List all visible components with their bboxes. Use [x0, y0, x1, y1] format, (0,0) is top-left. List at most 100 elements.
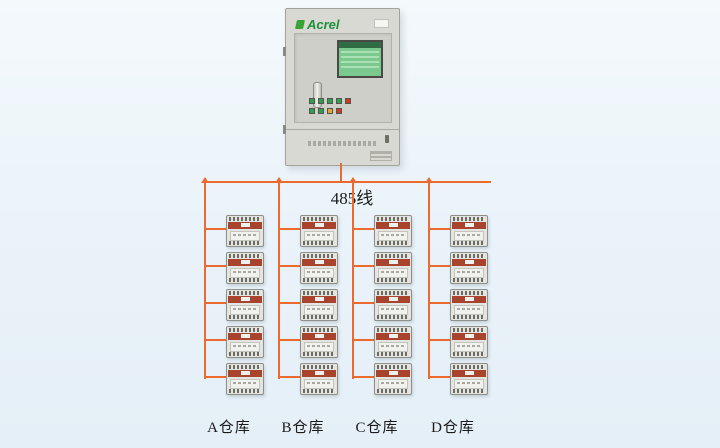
device-face	[378, 268, 408, 278]
device-terms-top	[377, 365, 409, 369]
device-row	[428, 363, 490, 395]
device-face	[454, 379, 484, 389]
device-band	[452, 370, 486, 377]
bus-arrow-icon	[275, 177, 283, 183]
indicator-button	[318, 108, 324, 114]
warehouse-label: C仓库	[355, 420, 399, 436]
device-row	[428, 215, 490, 247]
door-hinge	[283, 125, 286, 134]
device-row	[428, 289, 490, 321]
bus-line-vertical	[428, 181, 430, 379]
label-sticker	[374, 19, 389, 28]
device-stub-line	[354, 339, 374, 341]
device-terms-bottom	[453, 389, 485, 393]
indicator-row	[309, 98, 351, 104]
din-meter-device	[300, 363, 338, 395]
bus-line-horizontal	[203, 181, 491, 183]
device-band	[302, 370, 336, 377]
device-stub-line	[280, 228, 300, 230]
din-meter-device	[450, 326, 488, 358]
din-meter-device	[300, 215, 338, 247]
device-band	[302, 333, 336, 340]
din-meter-device	[374, 252, 412, 284]
device-band	[376, 333, 410, 340]
indicator-button	[318, 98, 324, 104]
device-band	[302, 222, 336, 229]
device-band	[228, 333, 262, 340]
device-terms-top	[229, 254, 261, 258]
device-face	[304, 379, 334, 389]
device-terms-top	[229, 217, 261, 221]
din-meter-device	[300, 289, 338, 321]
device-stub-line	[206, 265, 226, 267]
device-face	[230, 305, 260, 315]
device-band	[302, 259, 336, 266]
device-face	[230, 379, 260, 389]
device-face	[230, 342, 260, 352]
device-stub-line	[354, 228, 374, 230]
device-stub-line	[206, 228, 226, 230]
device-face	[378, 231, 408, 241]
device-terms-bottom	[229, 241, 261, 245]
din-meter-device	[226, 363, 264, 395]
device-terms-bottom	[303, 278, 335, 282]
device-terms-bottom	[377, 389, 409, 393]
device-terms-top	[453, 291, 485, 295]
device-row	[278, 252, 340, 284]
device-face	[378, 305, 408, 315]
device-band	[228, 259, 262, 266]
device-row	[352, 289, 414, 321]
bus-line-vertical	[278, 181, 280, 379]
device-stub-line	[430, 376, 450, 378]
indicator-button	[345, 98, 351, 104]
bus-line-vertical	[204, 181, 206, 379]
device-stub-line	[354, 265, 374, 267]
warehouse-label: A仓库	[207, 420, 251, 436]
device-stub-line	[430, 228, 450, 230]
device-stub-line	[280, 302, 300, 304]
device-row	[204, 363, 266, 395]
device-face	[230, 231, 260, 241]
din-meter-device	[300, 326, 338, 358]
device-terms-top	[453, 217, 485, 221]
device-terms-bottom	[229, 278, 261, 282]
device-row	[352, 252, 414, 284]
device-row	[278, 215, 340, 247]
lcd-screen	[337, 40, 383, 78]
din-meter-device	[450, 289, 488, 321]
acrel-logo-icon	[295, 20, 305, 29]
device-terms-top	[377, 291, 409, 295]
indicator-row	[309, 108, 342, 114]
device-stub-line	[280, 339, 300, 341]
device-terms-top	[303, 291, 335, 295]
device-terms-top	[453, 328, 485, 332]
device-terms-bottom	[453, 241, 485, 245]
device-band	[376, 370, 410, 377]
bus-arrow-icon	[349, 177, 357, 183]
device-stub-line	[206, 376, 226, 378]
din-meter-device	[300, 252, 338, 284]
din-meter-device	[226, 289, 264, 321]
glass-tube	[313, 82, 322, 108]
cabinet-panel	[294, 33, 392, 123]
device-row	[278, 363, 340, 395]
bus-arrow-icon	[201, 177, 209, 183]
device-band	[228, 370, 262, 377]
device-row	[204, 252, 266, 284]
din-meter-device	[374, 215, 412, 247]
device-terms-bottom	[377, 352, 409, 356]
device-terms-top	[303, 328, 335, 332]
device-face	[454, 342, 484, 352]
device-band	[452, 222, 486, 229]
device-face	[230, 268, 260, 278]
device-row	[428, 252, 490, 284]
device-band	[228, 222, 262, 229]
device-terms-top	[229, 291, 261, 295]
device-row	[428, 326, 490, 358]
device-terms-bottom	[303, 389, 335, 393]
din-meter-device	[450, 215, 488, 247]
device-band	[452, 259, 486, 266]
device-terms-bottom	[377, 278, 409, 282]
device-band	[228, 296, 262, 303]
indicator-button	[336, 98, 342, 104]
